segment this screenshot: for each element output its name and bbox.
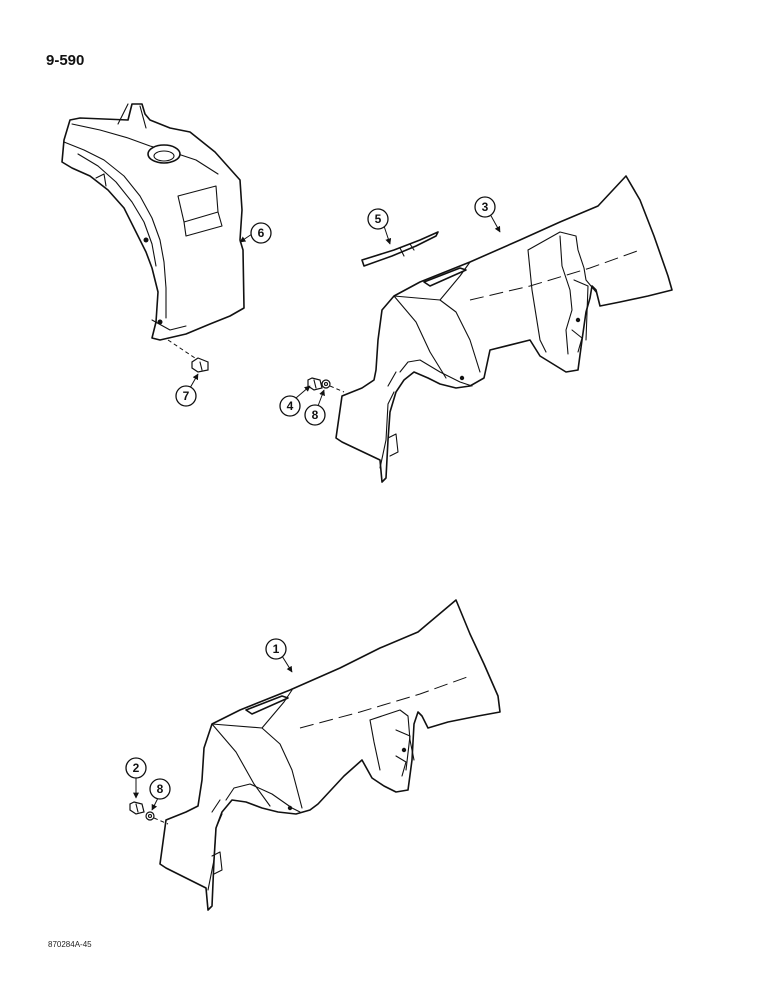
part-5-trim-strip [361,231,439,267]
part-3-upper-fender [335,175,673,483]
fastener-7 [167,339,209,373]
callout-4: 4 [279,385,311,417]
callout-1: 1 [265,638,293,673]
fastener-2-lower [129,801,145,815]
callout-7-label: 7 [183,389,190,403]
fastener-4-upper [307,377,323,391]
washer-8-upper [321,379,345,393]
reference-code: 870284A-45 [48,940,92,949]
callout-2-label: 2 [133,761,140,775]
callout-2: 2 [125,757,147,799]
callout-5: 5 [367,208,392,245]
callout-8-upper: 8 [304,389,326,426]
callout-8-lower: 8 [149,778,171,811]
callout-4-label: 4 [287,399,294,413]
part-1-lower-fender [159,599,501,911]
washer-8-lower [145,811,169,825]
callout-7: 7 [175,373,199,407]
callout-3-label: 3 [482,200,489,214]
callout-8-lower-label: 8 [157,782,164,796]
callout-8-upper-label: 8 [312,408,319,422]
callout-6-label: 6 [258,226,265,240]
callout-3: 3 [474,196,501,233]
callout-6: 6 [239,222,272,244]
page-number: 9-590 [46,52,85,69]
part-6-front-panel [61,103,245,341]
callout-1-label: 1 [273,642,280,656]
callout-5-label: 5 [375,212,382,226]
